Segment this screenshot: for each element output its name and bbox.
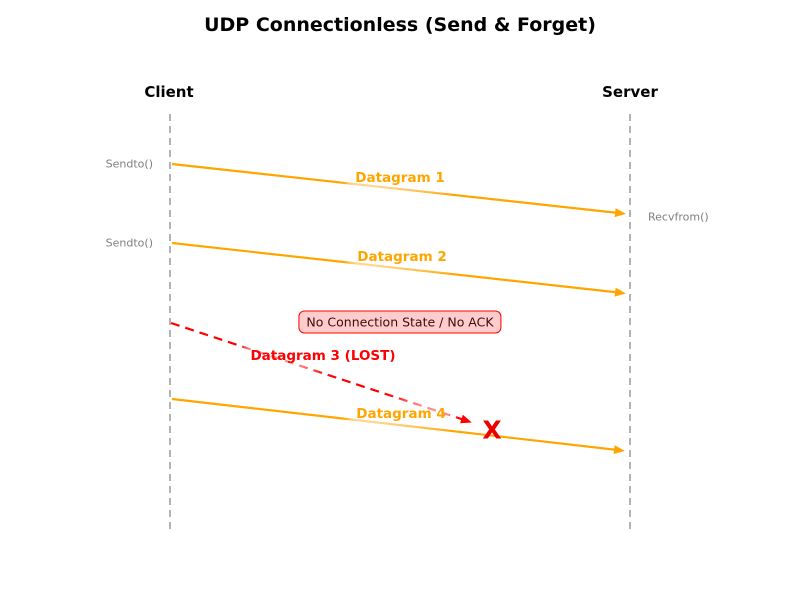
sendto-call-label-2: Sendto() xyxy=(105,236,153,250)
datagram-4-label: Datagram 4 xyxy=(352,405,450,423)
datagram-4-arrow xyxy=(171,397,625,455)
lost-packet-x-marker: X xyxy=(482,415,502,445)
recvfrom-call-label: Recvfrom() xyxy=(648,210,709,224)
datagram-3-lost-label: Datagram 3 (LOST) xyxy=(246,347,400,365)
datagram-1-label: Datagram 1 xyxy=(351,169,449,187)
server-actor-label: Server xyxy=(602,83,658,101)
datagram-2-arrow xyxy=(171,241,626,297)
diagram-title: UDP Connectionless (Send & Forget) xyxy=(204,14,596,36)
datagram-1-arrow xyxy=(171,162,626,218)
sendto-call-label-1: Sendto() xyxy=(105,157,153,171)
client-actor-label: Client xyxy=(144,83,194,101)
no-connection-note: No Connection State / No ACK xyxy=(298,310,502,334)
datagram-2-label: Datagram 2 xyxy=(353,248,451,266)
